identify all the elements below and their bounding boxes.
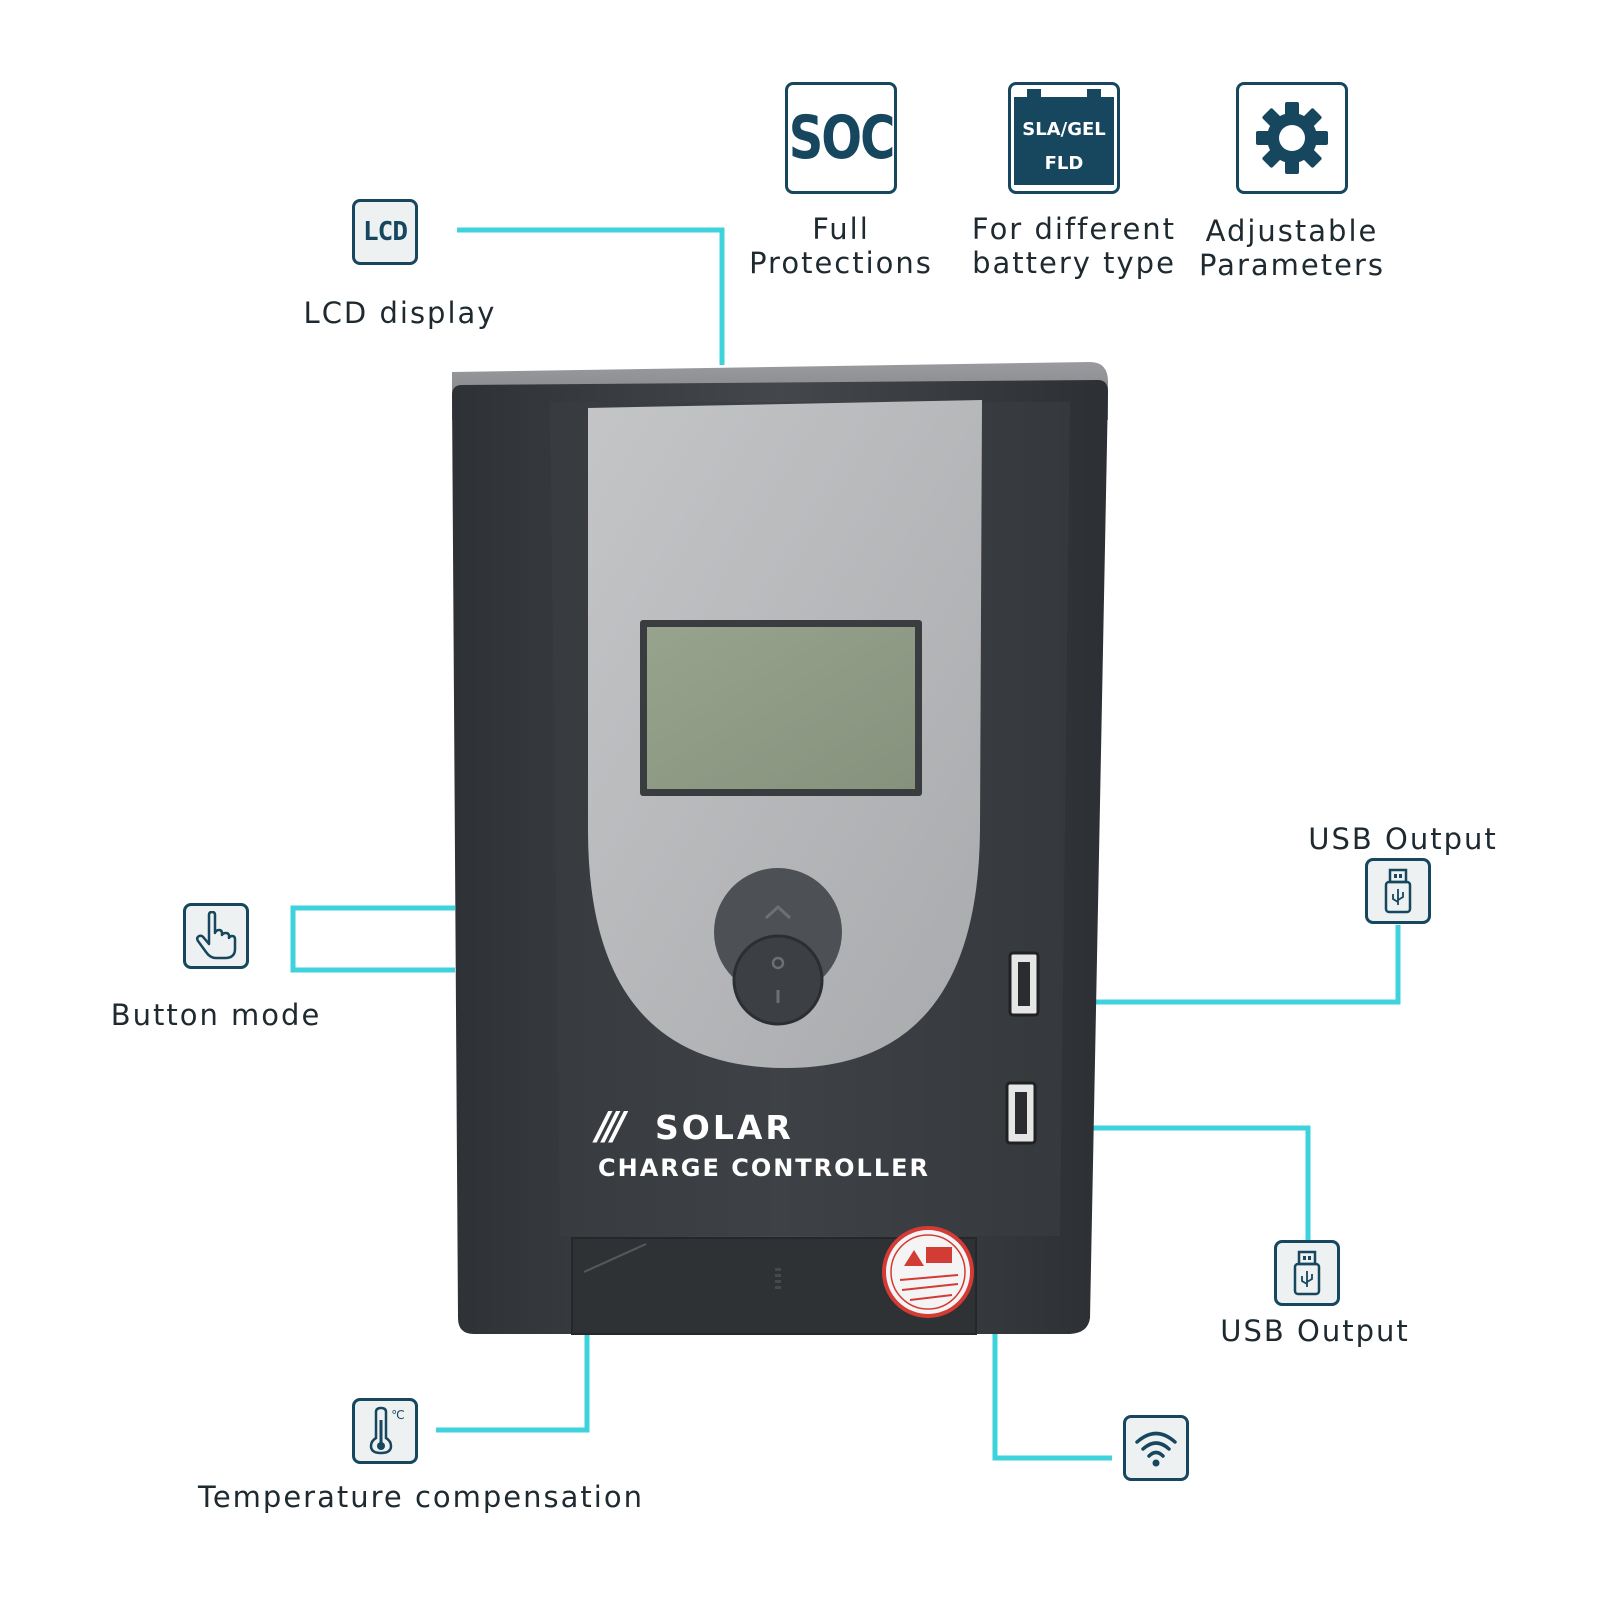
lcd-screen <box>647 627 915 789</box>
usb-output-bottom-label: USB Output <box>1220 1314 1410 1348</box>
battery-type-label: For different battery type <box>944 212 1204 280</box>
leader-line-usb-bottom <box>1088 1125 1311 1240</box>
battery-icon-text-bottom: FLD <box>1045 153 1084 174</box>
gear-icon <box>1236 82 1348 194</box>
leader-line-button <box>290 905 455 973</box>
button-up-arrow <box>764 904 792 920</box>
wifi-icon <box>1123 1415 1189 1481</box>
soc-icon: SOC <box>785 82 897 194</box>
button-mode-label: Button mode <box>110 998 322 1032</box>
battery-type-line1: For different <box>971 212 1177 246</box>
leader-line-lcd <box>457 227 725 365</box>
battery-graphic-icon: SLA/GEL FLD <box>1014 89 1114 185</box>
hand-pointer-icon <box>183 903 249 969</box>
leader-line-usb-top <box>1090 925 1401 1005</box>
usb-output-top-label: USB Output <box>1308 822 1498 856</box>
full-protections-line2: Protections <box>749 246 933 280</box>
lcd-icon-text: LCD <box>363 217 408 247</box>
leader-line-temperature <box>436 1332 590 1433</box>
adjustable-parameters-line2: Parameters <box>1199 248 1385 282</box>
soc-icon-text: SOC <box>788 103 896 173</box>
temperature-compensation-label: Temperature compensation <box>198 1480 644 1514</box>
usb-drive-icon-top <box>1365 858 1431 924</box>
thermometer-icon: ℃ <box>352 1398 418 1464</box>
warning-sticker <box>882 1226 974 1318</box>
brand-charge-controller: CHARGE CONTROLLER <box>598 1154 931 1182</box>
usb-drive-icon-bottom <box>1274 1240 1340 1306</box>
battery-type-icon: SLA/GEL FLD <box>1008 82 1120 194</box>
adjustable-parameters-label: Adjustable Parameters <box>1172 214 1412 282</box>
brand-slashes: /// <box>596 1104 626 1148</box>
button-inner <box>732 934 824 1026</box>
battery-type-line2: battery type <box>972 246 1176 280</box>
adjustable-parameters-line1: Adjustable <box>1205 214 1379 248</box>
battery-icon-text-top: SLA/GEL <box>1022 119 1105 140</box>
leader-line-wifi <box>992 1333 1112 1461</box>
button-dot-mark <box>771 956 785 970</box>
full-protections-label: Full Protections <box>720 212 962 280</box>
celsius-symbol: ℃ <box>391 1408 404 1422</box>
full-protections-line1: Full <box>812 212 870 246</box>
lcd-icon: LCD <box>352 199 418 265</box>
lcd-display-label: LCD display <box>303 296 497 330</box>
brand-solar: SOLAR <box>655 1108 794 1147</box>
